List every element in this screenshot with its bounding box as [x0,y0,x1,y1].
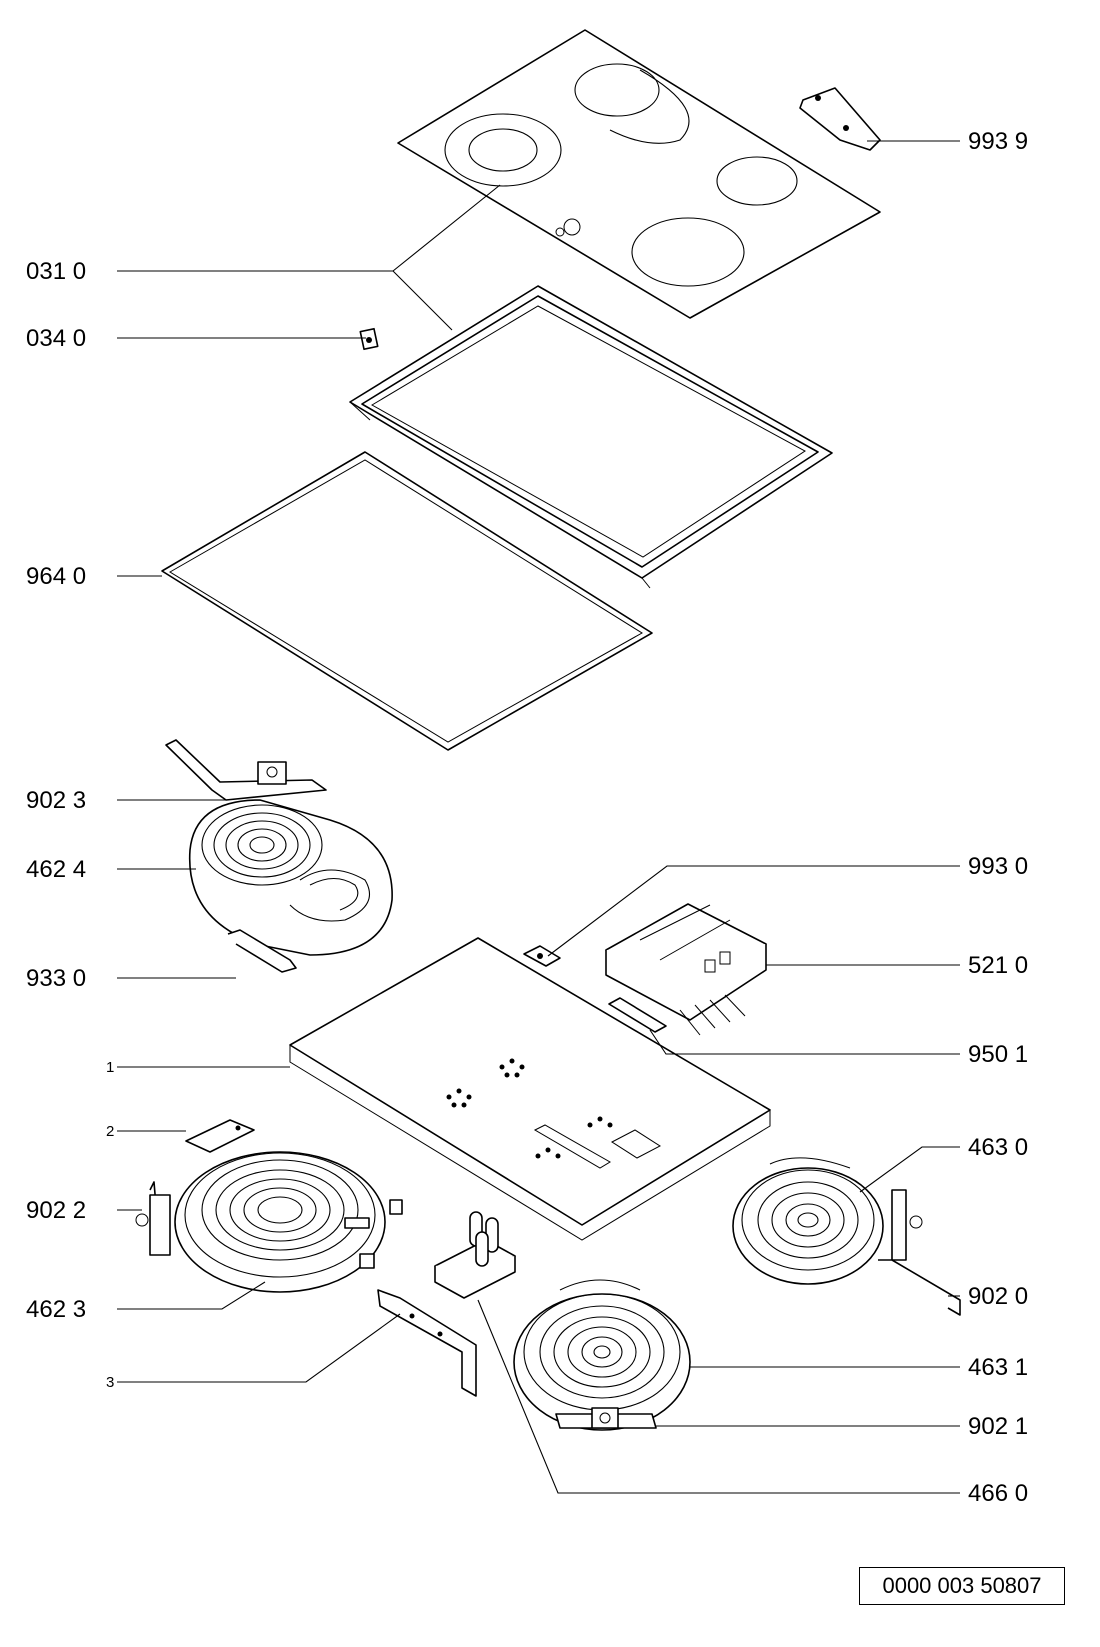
label-3: 3 [106,1374,114,1391]
round-heating-element-small [732,1157,884,1285]
connector-bar [608,997,667,1033]
holder-clip [523,945,561,967]
label-902-1: 902 1 [968,1413,1028,1440]
seal-gasket [161,451,653,751]
bracket-part [799,87,881,151]
callout-labels: 993 9 031 0 034 0 964 0 902 3 462 4 933 … [26,128,1028,1507]
label-993-0: 993 0 [968,853,1028,880]
clip-part [359,327,379,351]
label-462-4: 462 4 [26,856,86,883]
label-964-0: 964 0 [26,563,86,590]
electronics-module [605,903,767,1036]
cooktop-frame [349,285,833,589]
side-bracket-left [135,1181,171,1256]
leader-lines [117,140,960,1494]
side-bracket-right [878,1189,961,1316]
label-034-0: 034 0 [26,325,86,352]
document-number: 0000 003 50807 [882,1573,1042,1598]
cover-plate [185,1119,255,1153]
label-902-2: 902 2 [26,1197,86,1224]
label-2: 2 [106,1123,114,1140]
label-521-0: 521 0 [968,952,1028,979]
label-950-1: 950 1 [968,1041,1028,1068]
label-466-0: 466 0 [968,1480,1028,1507]
terminal-block [434,1211,516,1299]
glass-cooktop [397,29,881,319]
bottom-bracket [555,1407,657,1429]
support-bracket [377,1289,477,1397]
label-1: 1 [106,1059,114,1076]
label-993-9: 993 9 [968,128,1028,155]
mounting-bracket-part [165,739,327,801]
control-logo-mark [555,218,581,237]
base-pan [289,937,771,1241]
sensor-part [227,929,297,973]
document-number-box: 0000 003 50807 [859,1567,1065,1605]
oval-heating-element [188,799,393,956]
label-902-0: 902 0 [968,1283,1028,1310]
label-463-1: 463 1 [968,1354,1028,1381]
label-902-3: 902 3 [26,787,86,814]
label-463-0: 463 0 [968,1134,1028,1161]
label-933-0: 933 0 [26,965,86,992]
dual-round-heating-element [174,1151,403,1293]
label-462-3: 462 3 [26,1296,86,1323]
label-031-0: 031 0 [26,258,86,285]
round-heating-element-large [513,1279,691,1431]
